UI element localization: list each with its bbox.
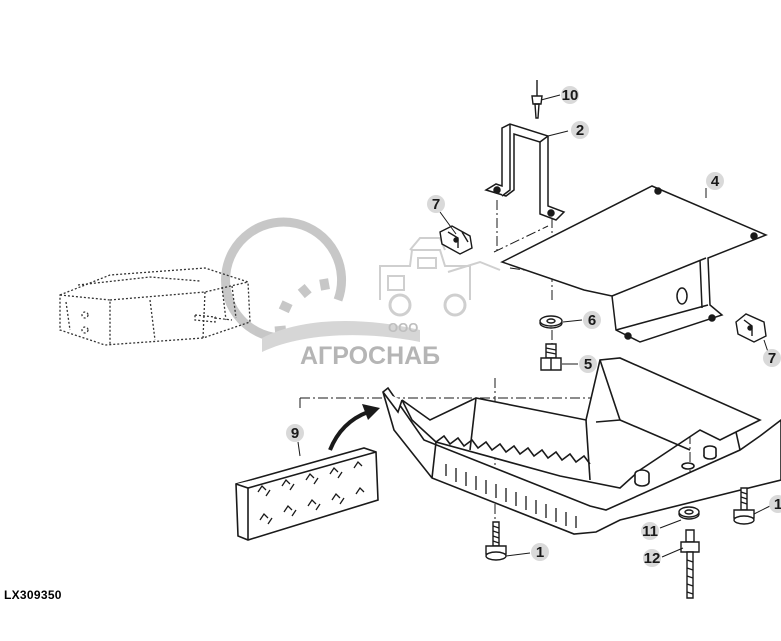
svg-text:11: 11 [642,523,658,540]
callout-10: 11 [641,522,659,540]
screw-part-1-right [733,487,755,525]
bolt-part-5 [540,343,562,371]
callout-1-bottom: 1 [531,543,549,561]
tray-ribs [445,464,577,528]
callout-7-left: 7 [427,195,445,213]
washer-part-6 [539,315,563,329]
bracket-part-2 [484,123,566,221]
svg-text:7: 7 [768,350,776,367]
callout-4: 4 [706,172,724,190]
svg-text:6: 6 [588,312,596,329]
washer-part-10 [678,506,700,520]
callout-7-right: 7 [763,349,781,367]
svg-text:9: 9 [291,425,299,442]
leader-lines [297,94,771,558]
watermark-prefix: ООО [388,320,418,335]
screw-part-1-bottom [485,521,507,561]
svg-text:1: 1 [774,496,781,513]
context-housing-dotted [59,267,251,346]
clip-nut-part-7-right [735,313,767,343]
callouts: 10 2 4 7 6 5 7 9 1 11 12 1 [286,86,781,567]
cover-plate-part-4 [500,185,768,343]
watermark-name: АГРОСНАБ [300,342,440,370]
svg-text:2: 2 [576,122,584,139]
svg-text:10: 10 [562,87,579,104]
callout-12: 10 [561,86,579,104]
svg-text:4: 4 [711,173,720,190]
svg-text:7: 7 [432,196,440,213]
bolt-part-12 [531,80,543,119]
tray-housing [382,357,781,535]
stud-part-11 [680,529,700,599]
svg-text:12: 12 [644,550,661,567]
callout-2: 2 [571,121,589,139]
callout-5: 5 [579,355,597,373]
pad-pattern [257,460,365,525]
svg-text:1: 1 [536,544,544,561]
callout-9: 9 [286,424,304,442]
svg-text:5: 5 [584,356,592,373]
pad-part-9 [235,447,379,541]
callout-11: 12 [643,549,661,567]
drawing-id: LX309350 [4,588,62,602]
callout-6: 6 [583,311,601,329]
callout-1-right: 1 [769,495,781,513]
install-arrow [328,404,380,451]
clip-nut-part-7-left [439,225,473,255]
context-leader-line [214,317,233,321]
